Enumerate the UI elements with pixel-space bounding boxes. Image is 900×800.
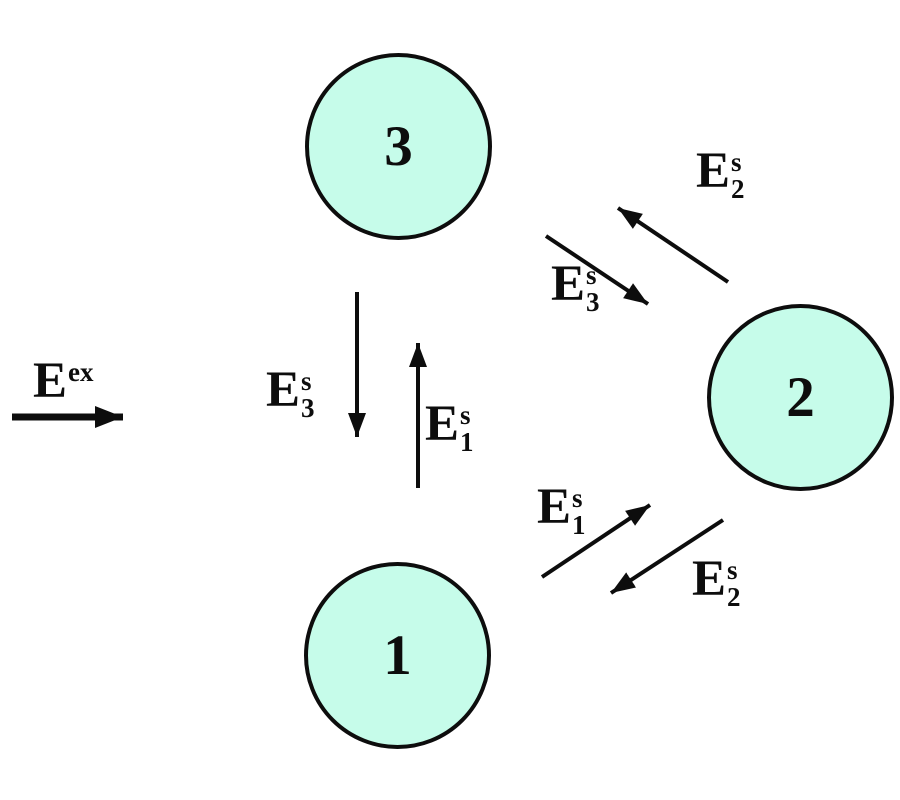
label-scripts: s 2 <box>727 555 741 613</box>
label-external-field: E ex <box>33 353 94 411</box>
label-superscript: s <box>731 147 742 177</box>
label-base: E <box>692 551 727 607</box>
arrow-1-to-2 <box>540 503 652 579</box>
label-e1s-lower-diagonal: E s 1 <box>537 479 586 541</box>
label-scripts: s 1 <box>572 483 586 541</box>
label-subscript: 2 <box>731 174 745 205</box>
label-base: E <box>425 396 460 452</box>
node-1-label: 1 <box>383 624 412 687</box>
label-superscript: ex <box>68 357 94 387</box>
label-base: E <box>551 256 586 312</box>
label-superscript: s <box>301 366 312 396</box>
node-3-label: 3 <box>384 115 413 178</box>
label-subscript: 3 <box>301 393 315 424</box>
label-e3s-upper-diagonal: E s 3 <box>551 256 600 318</box>
arrow-2-to-3 <box>616 206 730 284</box>
label-base: E <box>537 479 572 535</box>
arrow-3-to-2 <box>544 234 650 306</box>
label-e2s-upper-diagonal: E s 2 <box>696 143 745 205</box>
label-scripts: s 3 <box>301 366 315 424</box>
label-scripts: s 2 <box>731 147 745 205</box>
label-base: E <box>266 362 301 418</box>
label-base: E <box>33 353 68 409</box>
label-subscript: 1 <box>460 427 474 458</box>
label-scripts: ex <box>68 357 94 411</box>
arrow-2-to-1 <box>609 518 725 595</box>
label-superscript: s <box>727 555 738 585</box>
label-subscript: 2 <box>727 582 741 613</box>
label-superscript: s <box>586 260 597 290</box>
label-base: E <box>696 143 731 199</box>
node-circle-2: 2 <box>707 304 894 491</box>
label-scripts: s 3 <box>586 260 600 318</box>
node-2-label: 2 <box>786 366 815 429</box>
label-e2s-lower-diagonal: E s 2 <box>692 551 741 613</box>
label-superscript: s <box>572 483 583 513</box>
node-circle-1: 1 <box>304 562 491 749</box>
label-superscript: s <box>460 400 471 430</box>
label-scripts: s 1 <box>460 400 474 458</box>
label-subscript: 1 <box>572 510 586 541</box>
node-circle-3: 3 <box>305 53 492 240</box>
label-e3s-vertical: E s 3 <box>266 362 315 424</box>
label-subscript: 3 <box>586 287 600 318</box>
label-e1s-vertical: E s 1 <box>425 396 474 458</box>
